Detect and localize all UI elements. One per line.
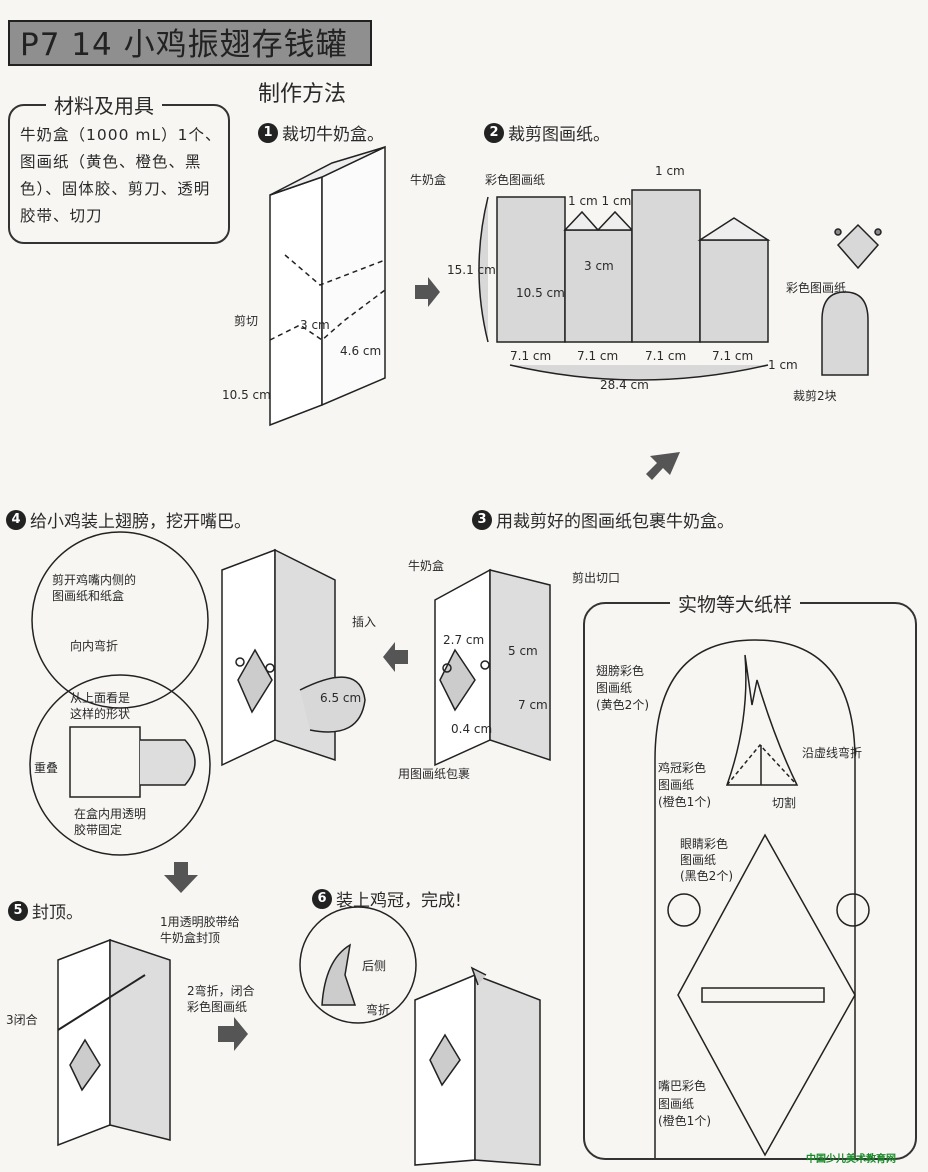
- label-eyes: (黑色2个): [680, 869, 733, 883]
- step3-wrapped-carton: [434, 568, 551, 767]
- arrow-right-1: [415, 277, 440, 307]
- step-number: 2: [484, 122, 504, 143]
- detail-circle-bottom: [29, 674, 211, 856]
- materials-heading: 材料及用具: [46, 90, 162, 119]
- arrow-down: [164, 862, 198, 893]
- step-text: 裁切牛奶盒。: [282, 125, 384, 145]
- label-cut: 剪切: [234, 314, 259, 328]
- label-note: 在盒内用透明: [74, 807, 147, 821]
- step-text: 裁剪图画纸。: [508, 125, 610, 145]
- label-note: 2弯折，闭合: [187, 984, 255, 998]
- materials-text: 牛奶盒（1000 mL）1个、图画纸（黄色、橙色、黑色）、固体胶、剪刀、透明胶带…: [20, 126, 222, 225]
- label-eyes: 眼睛彩色: [680, 837, 729, 851]
- detail-circle-top: [31, 531, 209, 709]
- label-note: 1用透明胶带给: [160, 915, 240, 929]
- label-note: 这样的形状: [70, 707, 131, 721]
- label-dimension: 3 cm: [584, 259, 614, 273]
- step-number: 4: [6, 509, 26, 530]
- label-fold: 弯折: [366, 1003, 391, 1017]
- step-number: 6: [312, 888, 332, 909]
- label-dimension: 1 cm: [768, 358, 798, 372]
- section-heading: 制作方法: [258, 82, 347, 107]
- step1-milk-carton: [269, 145, 386, 427]
- label-dimension: 4.6 cm: [340, 344, 382, 358]
- label-beak: (橙色1个): [658, 1114, 711, 1128]
- label-dimension: 10.5 cm: [222, 388, 271, 402]
- label-fold-dashed: 沿虚线弯折: [802, 746, 863, 760]
- step-text: 用裁剪好的图画纸包裹牛奶盒。: [496, 512, 734, 532]
- step-number: 1: [258, 122, 278, 143]
- arrow-left: [383, 642, 408, 672]
- label-wing: (黄色2个): [596, 698, 649, 712]
- label-back-side: 后侧: [362, 959, 387, 973]
- label-comb: 鸡冠彩色: [658, 761, 707, 775]
- label-eyes: 图画纸: [680, 853, 717, 867]
- label-dimension: 15.1 cm: [447, 263, 496, 277]
- step2-paper-pattern: [478, 189, 771, 381]
- label-dimension: 3 cm: [300, 318, 330, 332]
- template-box: [583, 602, 917, 1160]
- label-dimension: 7.1 cm: [577, 349, 619, 363]
- label-note: 牛奶盒封顶: [160, 931, 221, 945]
- label-note: 胶带固定: [74, 823, 123, 837]
- label-dimension: 0.4 cm: [451, 722, 493, 736]
- label-milk-carton: 牛奶盒: [410, 173, 447, 187]
- label-cut-two: 裁剪2块: [793, 389, 837, 403]
- label-note: 剪开鸡嘴内侧的: [52, 573, 137, 587]
- label-colored-paper: 彩色图画纸: [485, 173, 546, 187]
- label-milk-carton: 牛奶盒: [408, 559, 445, 573]
- label-cut-slit: 剪出切口: [572, 571, 621, 585]
- step2-wing-pieces: [821, 223, 882, 376]
- label-dimension: 5 cm: [508, 644, 538, 658]
- label-dimension: 7.1 cm: [510, 349, 552, 363]
- label-comb: (橙色1个): [658, 795, 711, 809]
- arrow-right-2: [218, 1017, 248, 1051]
- step5-sealing: [57, 938, 171, 1147]
- step6-finished-chick: [299, 906, 541, 1166]
- label-dimension: 2.7 cm: [443, 633, 485, 647]
- label-dimension: 6.5 cm: [320, 691, 362, 705]
- step4-chick-with-wings: [221, 548, 366, 767]
- label-dimension: 1 cm 1 cm: [568, 194, 632, 208]
- label-dimension: 28.4 cm: [600, 378, 649, 392]
- label-note: 从上面看是: [70, 691, 131, 705]
- label-dimension: 7.1 cm: [645, 349, 687, 363]
- label-note: 向内弯折: [70, 639, 119, 653]
- label-dimension: 7 cm: [518, 698, 548, 712]
- label-beak: 嘴巴彩色: [658, 1079, 707, 1093]
- label-note: 彩色图画纸: [187, 1000, 248, 1014]
- step-number: 5: [8, 900, 28, 921]
- step-text: 装上鸡冠，完成!: [336, 891, 462, 911]
- step-text: 给小鸡装上翅膀，挖开嘴巴。: [30, 512, 251, 532]
- label-beak: 图画纸: [658, 1097, 695, 1111]
- label-wing: 图画纸: [596, 681, 633, 695]
- label-colored-paper: 彩色图画纸: [786, 281, 847, 295]
- label-comb: 图画纸: [658, 778, 695, 792]
- step-number: 3: [472, 509, 492, 530]
- label-note: 重叠: [34, 761, 59, 775]
- label-wrap: 用图画纸包裹: [398, 767, 471, 781]
- label-cut: 切割: [772, 796, 797, 810]
- label-dimension: 7.1 cm: [712, 349, 754, 363]
- arrow-diagonal: [646, 452, 680, 480]
- label-dimension: 1 cm: [655, 164, 685, 178]
- label-wing: 翅膀彩色: [596, 664, 645, 678]
- template-shapes: [654, 639, 870, 1160]
- step-text: 封顶。: [32, 903, 83, 923]
- template-heading: 实物等大纸样: [670, 590, 801, 617]
- label-dimension: 10.5 cm: [516, 286, 565, 300]
- watermark: 中国少儿美术教育网: [806, 1154, 896, 1165]
- label-note: 3闭合: [6, 1013, 38, 1027]
- label-note: 图画纸和纸盒: [52, 589, 125, 603]
- label-insert: 插入: [352, 615, 377, 629]
- page-title: P7 14 小鸡振翅存钱罐: [8, 20, 372, 66]
